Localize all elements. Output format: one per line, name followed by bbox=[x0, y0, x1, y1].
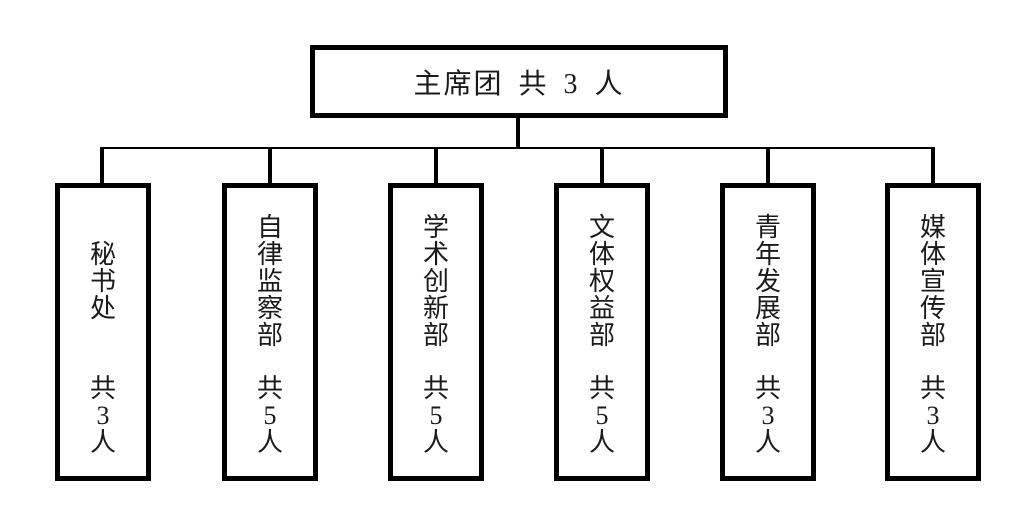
department-name-area: 媒体宣传部 bbox=[918, 188, 948, 375]
department-box-youth-development: 青年发展部 共3人 bbox=[720, 183, 816, 481]
department-box-academic-innovation: 学术创新部 共5人 bbox=[388, 183, 484, 481]
department-name-area: 文体权益部 bbox=[587, 188, 617, 375]
department-name-area: 学术创新部 bbox=[421, 188, 451, 375]
department-name: 文体权益部 bbox=[588, 213, 615, 350]
connector-stub-3 bbox=[434, 148, 438, 184]
connector-stub-2 bbox=[268, 148, 272, 184]
department-total: 共3人 bbox=[89, 374, 116, 457]
connector-horizontal-line bbox=[100, 147, 935, 149]
department-name-area: 秘书处 bbox=[88, 188, 118, 375]
department-box-self-discipline-supervision: 自律监察部 共5人 bbox=[222, 183, 318, 481]
connector-stub-5 bbox=[766, 148, 770, 184]
department-box-culture-sports-rights: 文体权益部 共5人 bbox=[554, 183, 650, 481]
department-name-area: 自律监察部 bbox=[255, 188, 285, 375]
department-name: 媒体宣传部 bbox=[919, 213, 946, 350]
presidium-box: 主席团 共 3 人 bbox=[310, 45, 728, 118]
presidium-label: 主席团 共 3 人 bbox=[413, 68, 625, 100]
department-name: 自律监察部 bbox=[256, 213, 283, 350]
department-total: 共3人 bbox=[754, 374, 781, 457]
department-total: 共3人 bbox=[919, 374, 946, 457]
department-name: 青年发展部 bbox=[754, 213, 781, 350]
department-name: 学术创新部 bbox=[422, 213, 449, 350]
department-box-secretariat: 秘书处 共3人 bbox=[55, 183, 151, 481]
department-name: 秘书处 bbox=[89, 240, 116, 323]
department-name-area: 青年发展部 bbox=[753, 188, 783, 375]
department-total: 共5人 bbox=[588, 374, 615, 457]
department-total: 共5人 bbox=[422, 374, 449, 457]
connector-top-drop bbox=[516, 116, 520, 149]
connector-stub-4 bbox=[600, 148, 604, 184]
department-total: 共5人 bbox=[256, 374, 283, 457]
connector-stub-1 bbox=[100, 148, 104, 184]
connector-stub-6 bbox=[931, 148, 935, 184]
department-box-media-publicity: 媒体宣传部 共3人 bbox=[885, 183, 981, 481]
